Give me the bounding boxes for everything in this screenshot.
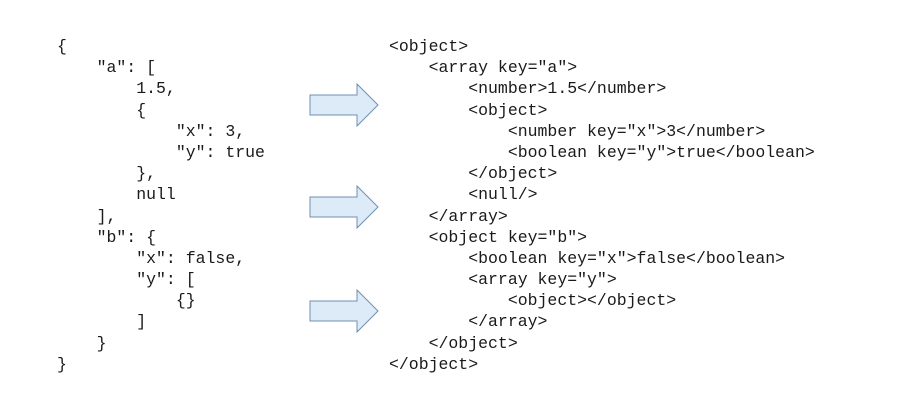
json-line: {	[57, 37, 67, 56]
json-line: null	[57, 185, 176, 205]
json-line: },	[57, 164, 157, 184]
xml-line: <object>	[389, 37, 469, 56]
xml-line: <object key="b">	[389, 227, 588, 247]
xml-line: </array>	[389, 206, 508, 226]
right-arrow-shape	[309, 289, 379, 333]
xml-line: <number>1.5</number>	[389, 79, 667, 99]
json-line: ],	[57, 206, 117, 226]
xml-line: <object>	[389, 100, 548, 120]
json-line: }	[57, 354, 67, 374]
xml-line: </object>	[389, 354, 479, 374]
xml-line: </object>	[389, 333, 518, 353]
xml-line: <array key="y">	[389, 270, 617, 290]
xml-line: </object>	[389, 164, 558, 184]
right-arrow-icon	[309, 185, 379, 229]
right-arrow-icon	[309, 83, 379, 127]
xml-line: <object></object>	[389, 291, 677, 311]
right-arrow-shape	[309, 83, 379, 127]
xml-line: <array key="a">	[389, 58, 578, 78]
right-arrow-shape	[309, 185, 379, 229]
json-line: ]	[57, 312, 147, 332]
json-line: "x": false,	[57, 248, 246, 268]
json-line: {}	[57, 291, 196, 311]
json-line: {	[57, 100, 147, 120]
json-line: "x": 3,	[57, 121, 246, 141]
json-code-block: { "a": [ 1.5, { "x": 3, "y": true }, nul…	[57, 36, 265, 375]
json-line: "y": [	[57, 270, 196, 290]
xml-line: <null/>	[389, 185, 538, 205]
right-arrow-icon	[309, 289, 379, 333]
xml-line: </array>	[389, 312, 548, 332]
json-line: "y": true	[57, 142, 265, 162]
xml-line: <number key="x">3</number>	[389, 121, 766, 141]
json-line: "a": [	[57, 58, 157, 78]
json-line: 1.5,	[57, 79, 176, 99]
xml-line: <boolean key="y">true</boolean>	[389, 142, 815, 162]
xml-code-block: <object> <array key="a"> <number>1.5</nu…	[389, 36, 815, 375]
json-line: }	[57, 333, 107, 353]
xml-line: <boolean key="x">false</boolean>	[389, 248, 786, 268]
json-line: "b": {	[57, 227, 157, 247]
